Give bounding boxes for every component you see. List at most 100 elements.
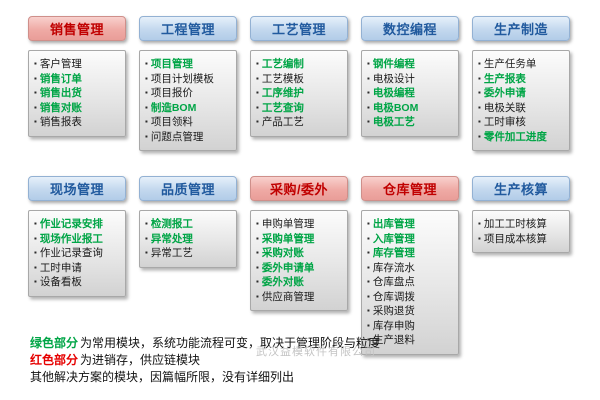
bullet-icon: ▪ xyxy=(367,73,370,83)
module-body-quality: ▪检测报工▪异常处理▪异常工艺 xyxy=(139,210,237,268)
bullet-icon: ▪ xyxy=(34,233,37,243)
bullet-icon: ▪ xyxy=(367,117,370,126)
bullet-icon: ▪ xyxy=(34,219,37,228)
module-item: ▪项目报价 xyxy=(145,87,233,100)
module-item: ▪工艺模板 xyxy=(256,73,344,86)
module-item: ▪生产退料 xyxy=(367,334,455,347)
bullet-icon: ▪ xyxy=(34,73,37,83)
module-item-label: 工时申请 xyxy=(39,261,82,274)
legend-prefix: 绿色部分 xyxy=(30,336,79,350)
bullet-icon: ▪ xyxy=(256,291,259,301)
module-item-label: 销售订单 xyxy=(39,72,82,85)
module-body-production-costing: ▪加工工时核算▪项目成本核算 xyxy=(472,210,570,253)
module-manufacturing: 生产制造▪生产任务单▪生产报表▪委外申请▪电极关联▪工时审核▪零件加工进度 xyxy=(472,16,570,151)
legend-line-1: 绿色部分为常用模块，系统功能流程可变，取决于管理阶段与粒度 xyxy=(30,335,380,352)
module-item-label: 工艺查询 xyxy=(261,101,304,114)
module-item: ▪钢件编程 xyxy=(367,58,455,71)
module-item: ▪电极编程 xyxy=(367,87,455,100)
module-item-label: 电极设计 xyxy=(372,72,415,85)
bullet-icon: ▪ xyxy=(256,219,259,228)
module-item: ▪生产任务单 xyxy=(478,58,566,71)
legend-line-3: 其他解决方案的模块，因篇幅所限，没有详细列出 xyxy=(30,369,380,386)
module-item: ▪零件加工进度 xyxy=(478,131,566,144)
bullet-icon: ▪ xyxy=(34,248,37,257)
module-item: ▪委外申请单 xyxy=(256,262,344,275)
module-item-label: 制造BOM xyxy=(150,101,197,114)
bullet-icon: ▪ xyxy=(367,248,370,257)
module-item-label: 销售出货 xyxy=(39,87,82,99)
module-title-manufacturing: 生产制造 xyxy=(472,16,570,41)
module-title-production-costing: 生产核算 xyxy=(472,176,570,201)
module-item-label: 电极BOM xyxy=(372,101,419,114)
module-item: ▪销售订单 xyxy=(34,73,122,86)
module-item: ▪工时审核 xyxy=(478,116,566,129)
legend-text: 为进销存，供应链模块 xyxy=(80,353,201,367)
module-item-label: 电极编程 xyxy=(372,87,415,99)
module-item: ▪电极BOM xyxy=(367,102,455,115)
module-purchase-outsourcing: 采购/委外▪申购单管理▪采购单管理▪采购对账▪委外申请单▪委外对账▪供应商管理 xyxy=(250,176,348,311)
module-engineering: 工程管理▪项目管理▪项目计划模板▪项目报价▪制造BOM▪项目领料▪问题点管理 xyxy=(139,16,237,151)
bullet-icon: ▪ xyxy=(256,102,259,112)
module-item-label: 电极工艺 xyxy=(372,116,415,128)
module-item-label: 异常处理 xyxy=(150,232,193,245)
module-item-label: 项目成本核算 xyxy=(483,232,547,245)
legend-line-2: 红色部分为进销存，供应链模块 xyxy=(30,352,380,369)
module-item-label: 库存流水 xyxy=(372,261,415,274)
module-item: ▪作业记录安排 xyxy=(34,218,122,231)
module-item-label: 项目管理 xyxy=(150,58,193,70)
module-item: ▪销售对账 xyxy=(34,102,122,115)
module-item-label: 仓库盘点 xyxy=(372,276,415,288)
module-item: ▪项目计划模板 xyxy=(145,73,233,86)
bullet-icon: ▪ xyxy=(478,219,481,228)
module-item: ▪项目领料 xyxy=(145,116,233,129)
bullet-icon: ▪ xyxy=(34,88,37,97)
bullet-icon: ▪ xyxy=(34,59,37,68)
module-item: ▪销售出货 xyxy=(34,87,122,100)
module-item: ▪加工工时核算 xyxy=(478,218,566,231)
module-cnc-programming: 数控编程▪钢件编程▪电极设计▪电极编程▪电极BOM▪电极工艺 xyxy=(361,16,459,137)
module-item: ▪出库管理 xyxy=(367,218,455,231)
module-item-label: 产品工艺 xyxy=(261,116,304,128)
module-item: ▪电极关联 xyxy=(478,102,566,115)
module-item: ▪生产报表 xyxy=(478,73,566,86)
module-item-label: 项目计划模板 xyxy=(150,72,214,85)
module-title-process: 工艺管理 xyxy=(250,16,348,41)
module-item: ▪工艺查询 xyxy=(256,102,344,115)
module-title-purchase-outsourcing: 采购/委外 xyxy=(250,176,348,201)
bullet-icon: ▪ xyxy=(478,59,481,68)
module-quality: 品质管理▪检测报工▪异常处理▪异常工艺 xyxy=(139,176,237,268)
module-item: ▪仓库调拨 xyxy=(367,291,455,304)
module-item: ▪电极设计 xyxy=(367,73,455,86)
module-item: ▪采购对账 xyxy=(256,247,344,260)
module-process: 工艺管理▪工艺编制▪工艺模板▪工序维护▪工艺查询▪产品工艺 xyxy=(250,16,348,137)
module-item: ▪采购退货 xyxy=(367,305,455,318)
bullet-icon: ▪ xyxy=(478,131,481,141)
module-item-label: 项目领料 xyxy=(150,116,193,128)
module-item: ▪制造BOM xyxy=(145,102,233,115)
module-item: ▪委外申请 xyxy=(478,87,566,100)
bullet-icon: ▪ xyxy=(478,233,481,243)
bullet-icon: ▪ xyxy=(34,117,37,126)
module-item: ▪库存流水 xyxy=(367,262,455,275)
bullet-icon: ▪ xyxy=(145,117,148,126)
module-item: ▪工艺编制 xyxy=(256,58,344,71)
module-body-sales: ▪客户管理▪销售订单▪销售出货▪销售对账▪销售报表 xyxy=(28,50,126,137)
module-row-top: 销售管理▪客户管理▪销售订单▪销售出货▪销售对账▪销售报表工程管理▪项目管理▪项… xyxy=(28,16,570,151)
bullet-icon: ▪ xyxy=(367,291,370,301)
module-body-warehouse: ▪出库管理▪入库管理▪库存管理▪库存流水▪仓库盘点▪仓库调拨▪采购退货▪库存申购… xyxy=(361,210,459,355)
module-item-label: 采购退货 xyxy=(372,305,415,317)
module-body-purchase-outsourcing: ▪申购单管理▪采购单管理▪采购对账▪委外申请单▪委外对账▪供应商管理 xyxy=(250,210,348,311)
module-item: ▪电极工艺 xyxy=(367,116,455,129)
module-title-sales: 销售管理 xyxy=(28,16,126,41)
bullet-icon: ▪ xyxy=(145,73,148,83)
module-body-process: ▪工艺编制▪工艺模板▪工序维护▪工艺查询▪产品工艺 xyxy=(250,50,348,137)
module-sales: 销售管理▪客户管理▪销售订单▪销售出货▪销售对账▪销售报表 xyxy=(28,16,126,137)
bullet-icon: ▪ xyxy=(367,320,370,330)
bullet-icon: ▪ xyxy=(256,248,259,257)
module-item-label: 委外申请 xyxy=(483,87,526,99)
module-item-label: 申购单管理 xyxy=(261,218,315,230)
bullet-icon: ▪ xyxy=(34,102,37,112)
module-warehouse: 仓库管理▪出库管理▪入库管理▪库存管理▪库存流水▪仓库盘点▪仓库调拨▪采购退货▪… xyxy=(361,176,459,355)
module-item-label: 作业记录安排 xyxy=(39,218,103,230)
module-item: ▪工时申请 xyxy=(34,262,122,275)
